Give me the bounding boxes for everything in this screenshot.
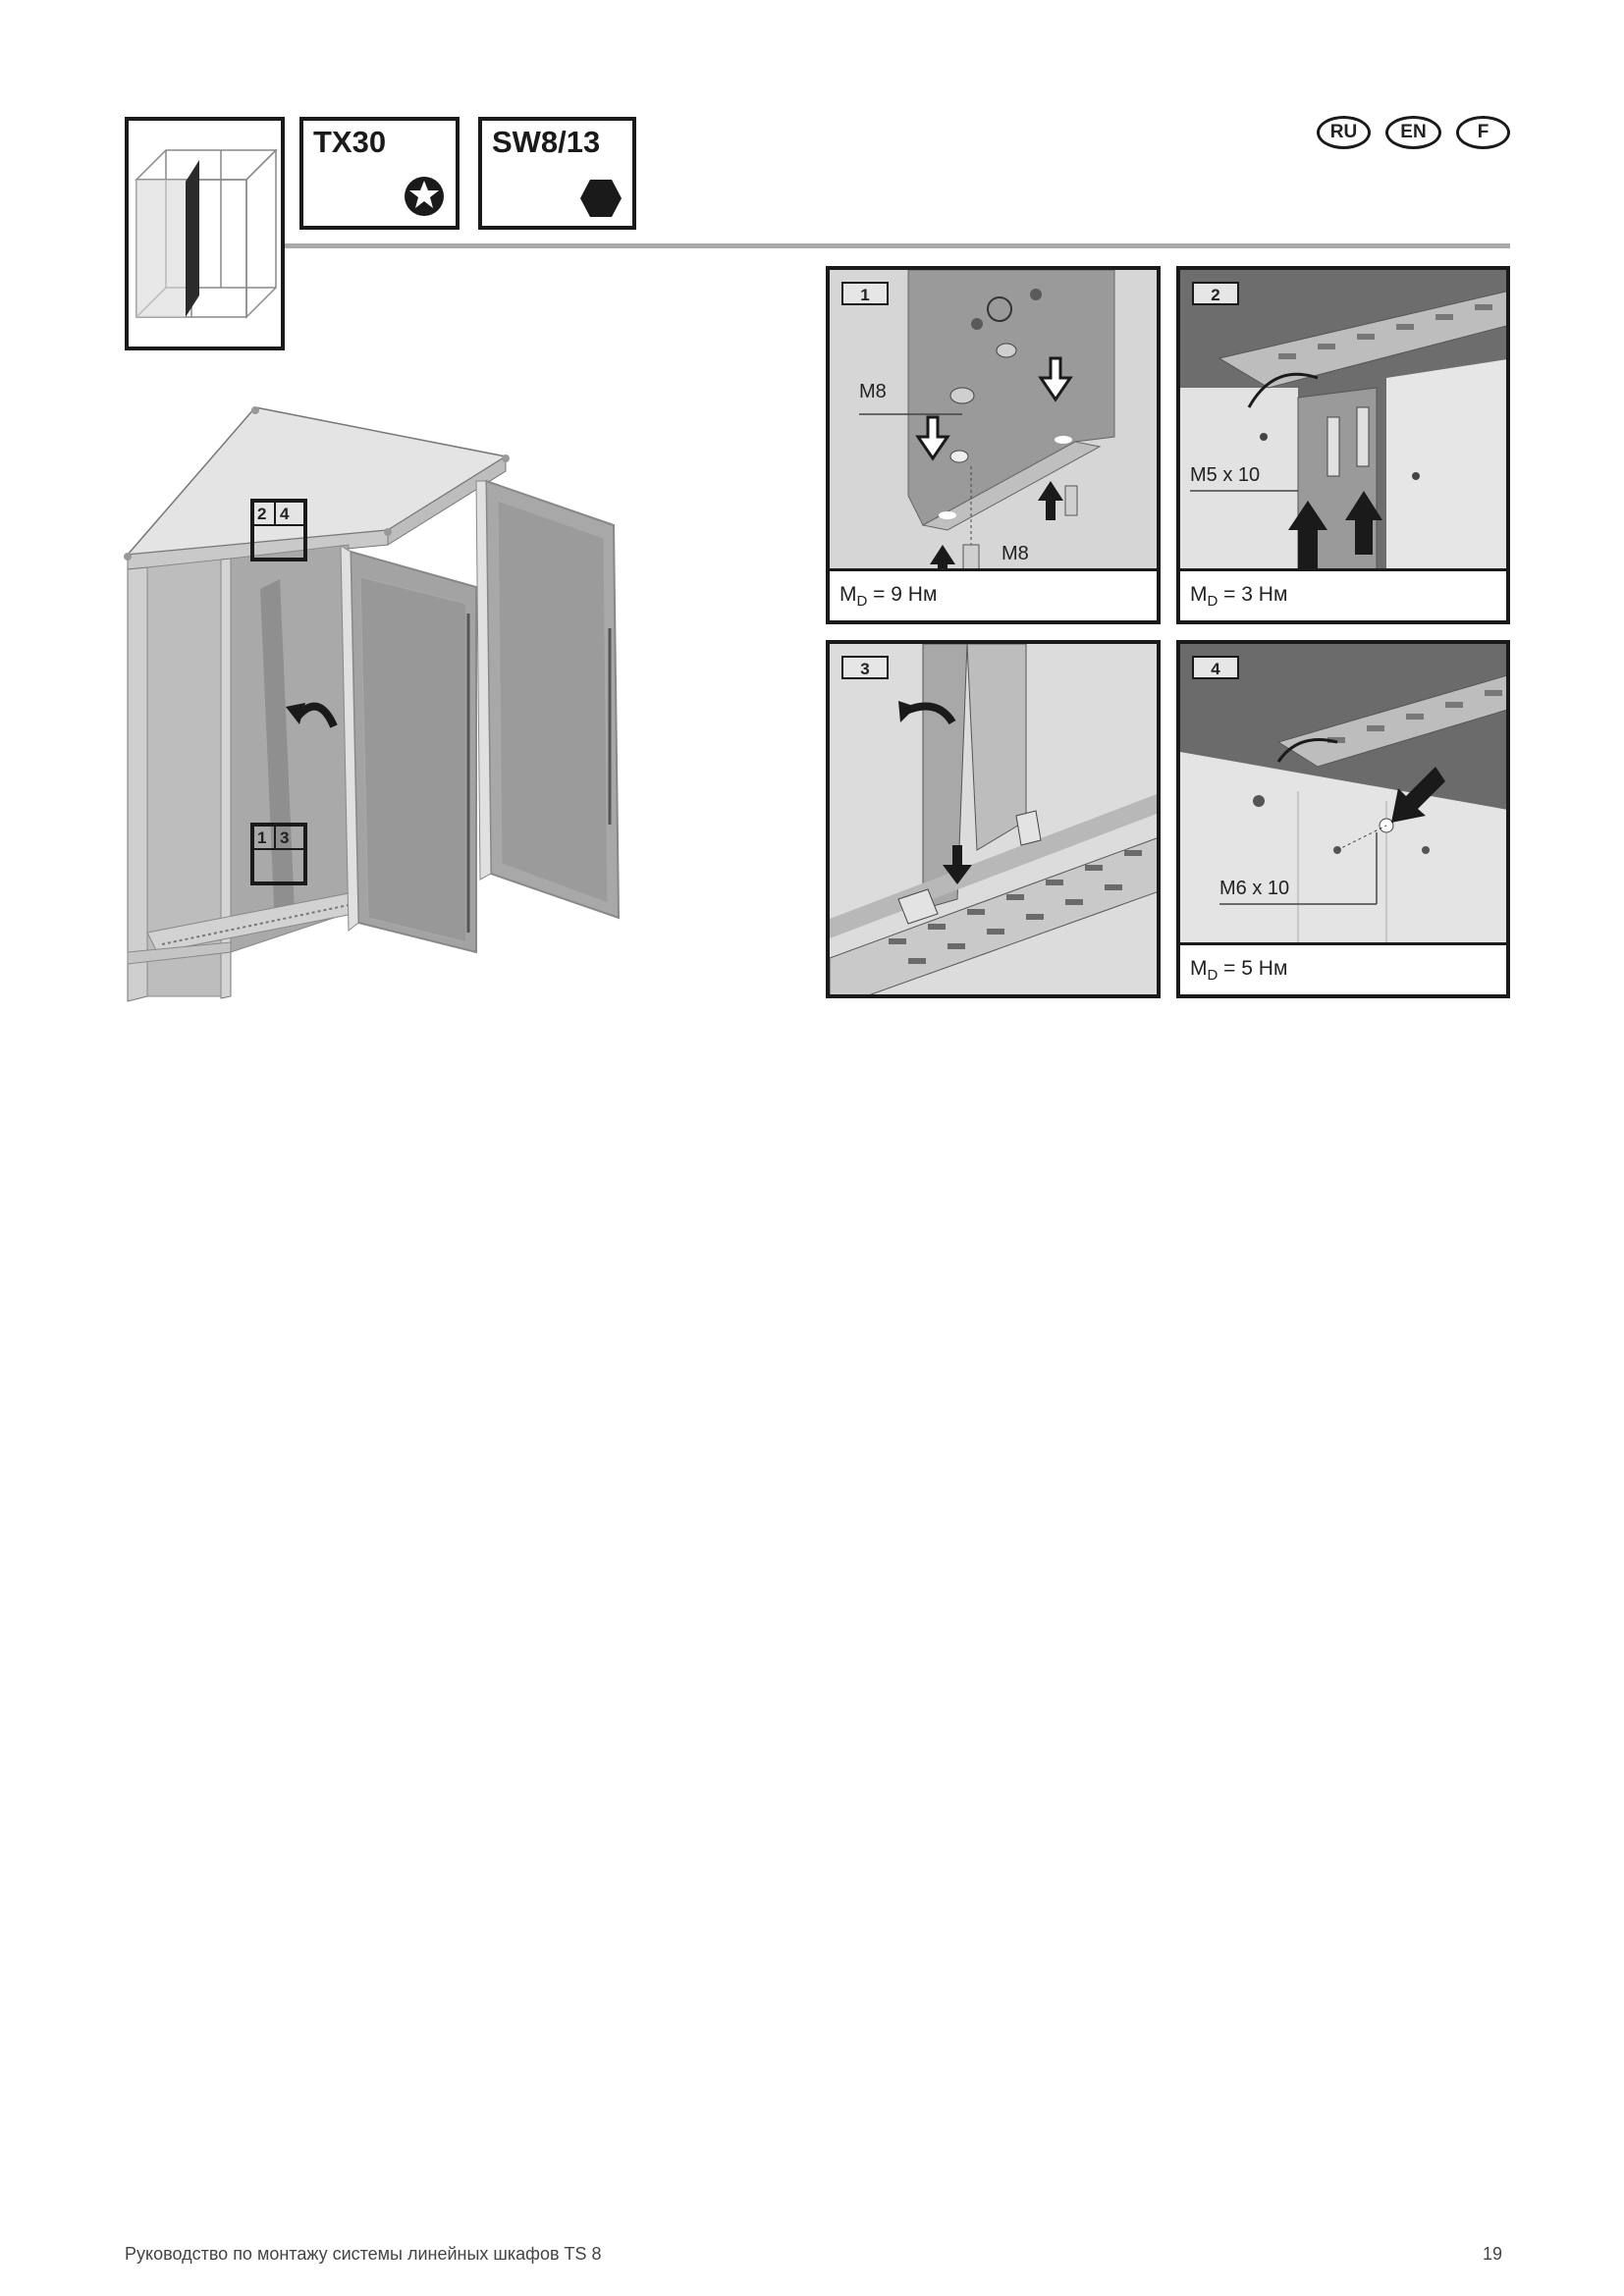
footer-title: Руководство по монтажу системы линейных … <box>125 2244 602 2264</box>
step-panel-1: 1 M8 M8 MD = 9 Нм <box>826 266 1161 624</box>
step-2-callout: M5 x 10 <box>1190 464 1261 486</box>
step-1-torque: MD = 9 Нм <box>830 568 1157 620</box>
step-panel-4: 4 M6 x 10 MD = 5 Нм <box>1176 640 1510 998</box>
step-number-3: 3 <box>841 656 889 679</box>
step-2-drawing <box>1180 270 1506 579</box>
torque-sub: D <box>1207 593 1218 611</box>
page-number: 19 <box>1483 2244 1503 2264</box>
torque-prefix: M <box>839 583 857 606</box>
overview-illustration: 2 4 1 3 <box>83 363 663 1055</box>
step-2-torque: MD = 3 Нм <box>1180 568 1506 620</box>
step-3-drawing <box>830 644 1157 994</box>
torque-sub: D <box>856 593 868 611</box>
lang-badge-ru[interactable]: RU <box>1317 116 1371 149</box>
tool-label-sw8-13: SW8/13 <box>492 125 601 159</box>
torque-sub: D <box>1207 967 1218 985</box>
torque-value: = 9 Нм <box>867 583 938 606</box>
step-panel-3: 3 <box>826 640 1161 998</box>
step-4-callout: M6 x 10 <box>1219 878 1290 899</box>
tag-label-2: 2 <box>257 505 267 523</box>
overview-tag-1-3: 1 3 <box>250 823 307 885</box>
hexagon-icon <box>580 180 622 217</box>
step-1-callout-top: M8 <box>859 381 887 402</box>
torx-star-icon <box>405 177 444 216</box>
step-1-drawing <box>830 270 1157 579</box>
tag-label-1: 1 <box>257 828 267 847</box>
step-number-1: 1 <box>841 282 889 305</box>
step-number-4: 4 <box>1192 656 1239 679</box>
tag-label-4: 4 <box>280 505 290 523</box>
step-panel-2: 2 M5 x 10 MD = 3 Нм <box>1176 266 1510 624</box>
torque-prefix: M <box>1190 583 1208 606</box>
step-4-torque: MD = 5 Нм <box>1180 942 1506 994</box>
torque-value: = 5 Нм <box>1218 957 1288 980</box>
overview-tag-2-4: 2 4 <box>250 499 307 561</box>
tool-box-sw8-13: SW8/13 <box>478 117 636 230</box>
header-rule <box>285 243 1510 248</box>
step-4-drawing <box>1180 644 1506 953</box>
tool-box-tx30: TX30 <box>299 117 460 230</box>
torque-prefix: M <box>1190 957 1208 980</box>
step-1-callout-bottom: M8 <box>1001 543 1029 564</box>
lang-badge-en[interactable]: EN <box>1385 116 1441 149</box>
overview-cabinet-drawing <box>124 406 621 1002</box>
step-number-2: 2 <box>1192 282 1239 305</box>
cabinet-thumbnail <box>125 117 285 350</box>
lang-badge-f[interactable]: F <box>1456 116 1510 149</box>
cabinet-thumbnail-drawing <box>135 148 278 319</box>
tag-label-3: 3 <box>280 828 290 847</box>
tool-label-tx30: TX30 <box>313 125 387 159</box>
torque-value: = 3 Нм <box>1218 583 1288 606</box>
